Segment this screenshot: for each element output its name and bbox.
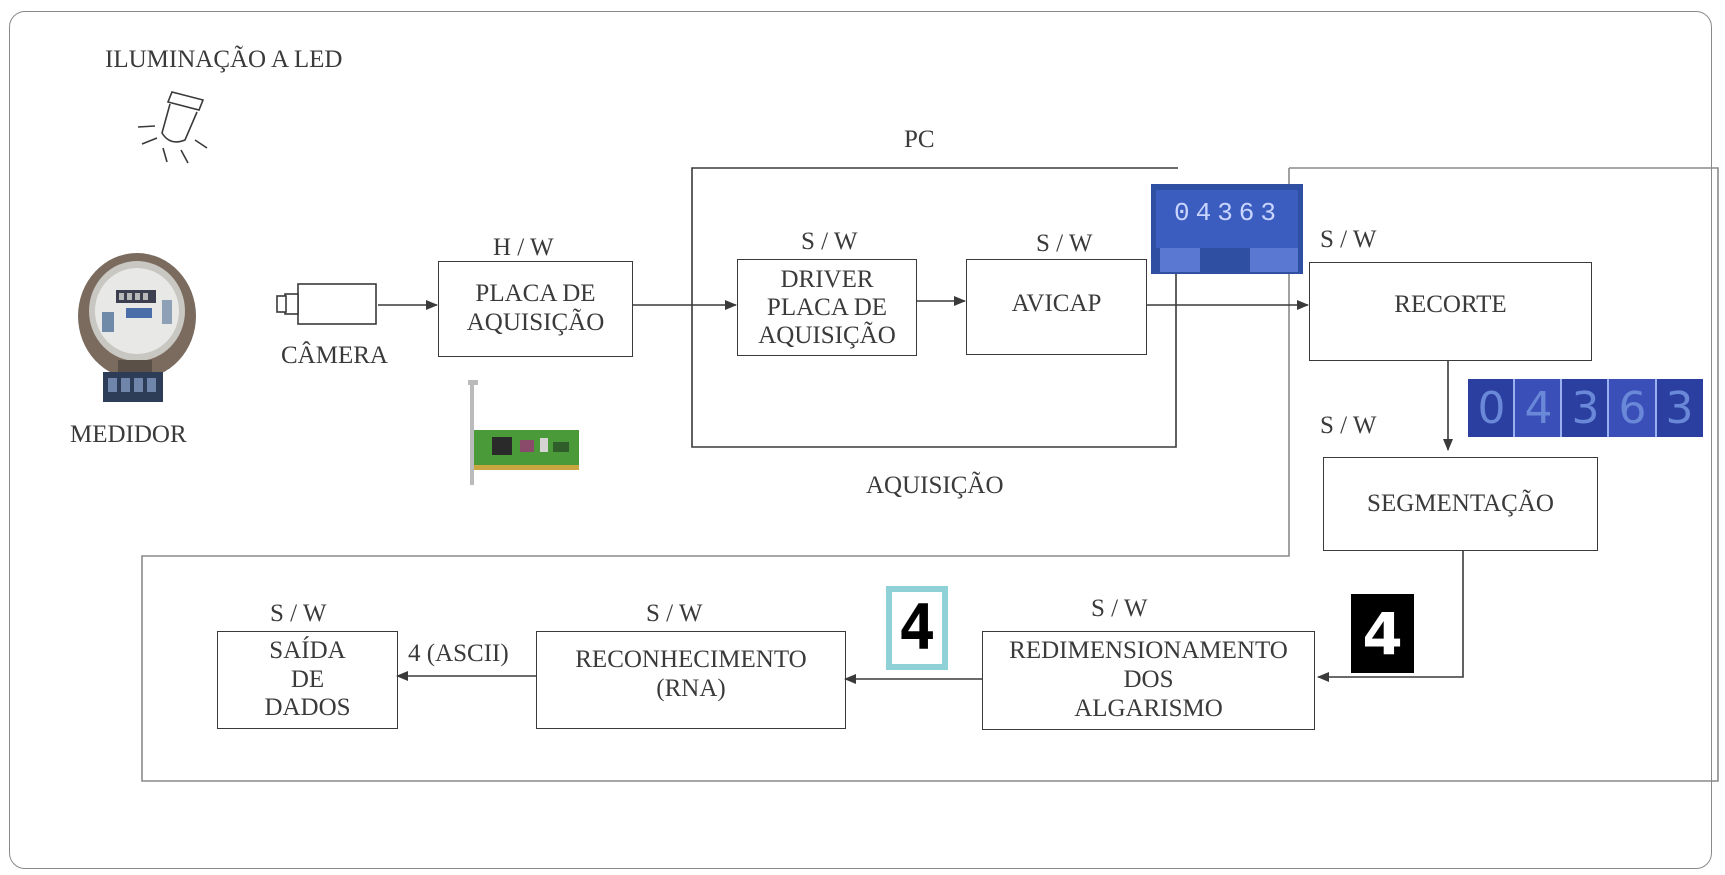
block-line: (RNA) <box>656 674 726 702</box>
energy-meter-image <box>78 253 196 402</box>
block-line: AQUISIÇÃO <box>466 309 605 336</box>
segmented-digit: 6 <box>1618 382 1647 434</box>
meter-reading-digit: 0 <box>1173 198 1196 228</box>
segmentacao-block: SEGMENTAÇÃO <box>1323 457 1598 551</box>
sw-label-driver: S / W <box>801 228 858 255</box>
meter-display-reading: 04363 <box>1167 200 1289 226</box>
block-line: RECONHECIMENTO <box>575 646 807 673</box>
camera-label: CÂMERA <box>281 342 388 369</box>
block-line: DE <box>290 665 325 693</box>
pixel-digit-tile <box>886 586 948 670</box>
sw-label-saida: S / W <box>270 600 327 627</box>
block-line: RECORTE <box>1394 291 1507 318</box>
resized-digit-text: 4 <box>1362 599 1403 668</box>
block-line: AQUISIÇÃO <box>758 321 896 349</box>
lighting-label: ILUMINAÇÃO A LED <box>105 46 343 73</box>
pixel-digit-text: 4 <box>898 591 936 664</box>
block-line: DADOS <box>264 694 351 722</box>
block-line: PLACA DE <box>766 293 888 321</box>
ascii-output-label: 4 (ASCII) <box>408 640 509 667</box>
block-line: ALGARISMO <box>1074 694 1223 722</box>
block-line: PLACA DE <box>475 280 596 308</box>
avicap-block: AVICAP <box>966 259 1147 355</box>
meter-reading-digit: 3 <box>1217 198 1239 228</box>
block-line: SAÍDA <box>269 636 346 664</box>
pc-label: PC <box>904 126 935 153</box>
block-line: DRIVER <box>780 265 874 293</box>
sw-label-redimensionamento: S / W <box>1091 595 1148 622</box>
sw-label-recorte: S / W <box>1320 226 1377 253</box>
segmented-digit: 3 <box>1665 382 1694 434</box>
sw-label-segmentacao: S / W <box>1320 412 1377 439</box>
meter-display-image <box>1151 184 1303 274</box>
recorte-block: RECORTE <box>1309 262 1592 361</box>
camera-icon <box>276 283 377 325</box>
segmented-digit: 0 <box>1477 382 1506 434</box>
reconhecimento-block: RECONHECIMENTO(RNA) <box>536 631 846 729</box>
capture-card-image <box>468 380 579 485</box>
led-lamp-icon <box>137 91 208 164</box>
segmented-digit: 3 <box>1571 382 1600 434</box>
block-line: AVICAP <box>1011 290 1102 317</box>
sw-label-avicap: S / W <box>1036 230 1093 257</box>
pc-enclosure <box>691 167 1178 448</box>
meter-label: MEDIDOR <box>70 421 187 448</box>
acquisition-label: AQUISIÇÃO <box>866 472 1004 499</box>
segmented-digits-image <box>1468 379 1703 437</box>
meter-reading-digit: 3 <box>1260 198 1283 228</box>
meter-reading-digit: 6 <box>1238 198 1261 228</box>
outer-frame <box>9 11 1712 869</box>
block-line: REDIMENSIONAMENTO <box>1009 637 1288 665</box>
block-line: SEGMENTAÇÃO <box>1367 489 1554 517</box>
hw-label: H / W <box>493 234 554 261</box>
meter-reading-digit: 4 <box>1195 198 1218 228</box>
sw-label-reconhecimento: S / W <box>646 600 703 627</box>
block-line: DOS <box>1123 666 1174 694</box>
segmented-digit: 4 <box>1524 382 1553 434</box>
processing-enclosure <box>141 167 1719 782</box>
resized-digit-tile <box>1351 594 1414 673</box>
arrow-segment-to-redim <box>1317 550 1464 682</box>
